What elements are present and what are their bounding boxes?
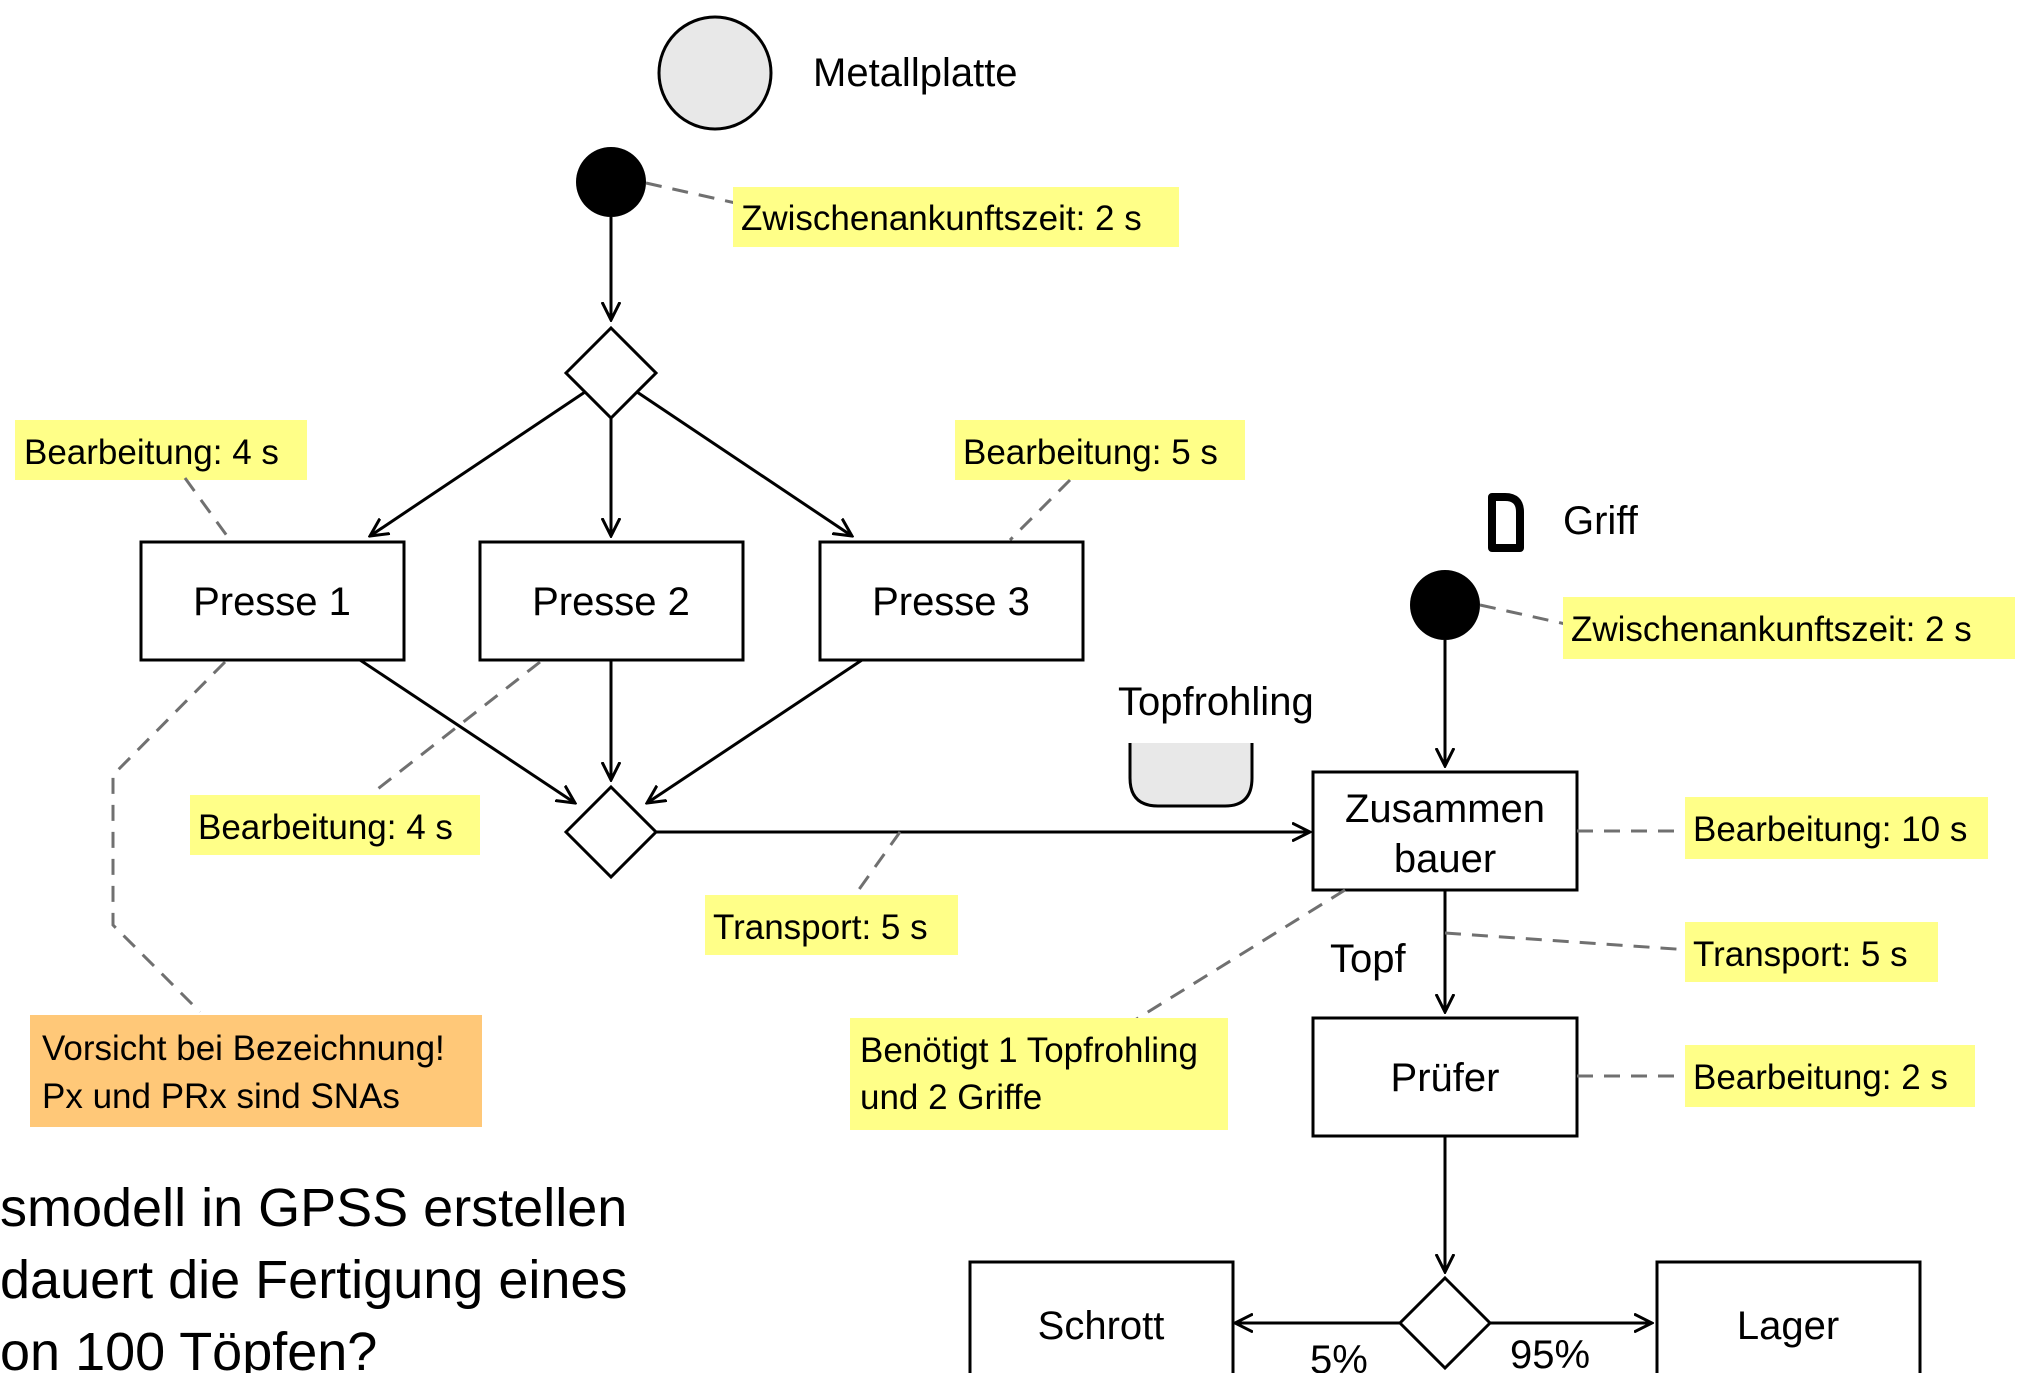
decision-diamond-join	[563, 784, 659, 880]
connector-bearb-p1	[183, 477, 232, 541]
decision-diamond-distribute	[563, 325, 659, 421]
task-text-line1: smodell in GPSS erstellen	[0, 1178, 627, 1238]
decision-diamond-quality	[1397, 1275, 1493, 1371]
lager-label: Lager	[1737, 1304, 1839, 1348]
connector-benoetigt	[1134, 888, 1346, 1022]
zusammenbauer-box	[1311, 770, 1579, 892]
connector-bearb-p3	[1008, 478, 1072, 542]
pruefer-box	[1311, 1016, 1579, 1138]
connector-zwischen1	[645, 181, 741, 206]
metallplatte-label: Metallplatte	[813, 51, 1018, 95]
start-node-griff	[1410, 570, 1480, 640]
topfrohling-label: Topfrohling	[1118, 680, 1314, 724]
note-bearbeitung-pruefer	[1685, 1045, 1975, 1107]
griff-label: Griff	[1563, 499, 1639, 543]
griff-entity-icon	[1488, 493, 1524, 552]
zusammenbauer-label-line1: Zusammen	[1345, 787, 1545, 831]
note-bearbeitung-presse2	[190, 795, 480, 855]
note-benoetigt-line2: und 2 Griffe	[860, 1078, 1042, 1117]
presse-3-label: Presse 3	[872, 580, 1030, 624]
presse-1-label: Presse 1	[193, 580, 351, 624]
note-zwischenankunftszeit-2	[1563, 597, 2015, 659]
note-bearb-p2-text: Bearbeitung: 4 s	[198, 808, 453, 847]
presse-1-box	[139, 540, 406, 662]
zusammenbauer-label-line2: bauer	[1394, 837, 1496, 881]
presse-2-label: Presse 2	[532, 580, 690, 624]
presse-2-box	[478, 540, 745, 662]
connector-transport2	[1444, 931, 1691, 952]
flow-presse3-to-join	[647, 658, 863, 803]
note-zwischen1-text: Zwischenankunftszeit: 2 s	[741, 199, 1142, 238]
task-text-line3: on 100 Töpfen?	[0, 1322, 377, 1373]
note-bearbeitung-zusammenbauer	[1685, 797, 1988, 859]
connector-transport1	[853, 831, 902, 896]
topfrohling-entity-icon	[1128, 743, 1254, 808]
lager-percentage: 95%	[1510, 1333, 1590, 1373]
note-bearbeitung-presse3	[955, 420, 1245, 480]
connector-zwischen2	[1479, 603, 1571, 627]
note-transport2-text: Transport: 5 s	[1693, 935, 1908, 974]
flow-to-presse3	[636, 390, 852, 536]
note-transport-1	[705, 895, 958, 955]
lager-box	[1655, 1260, 1922, 1373]
presse-3-box	[818, 540, 1085, 662]
note-zwischenankunftszeit-1	[733, 187, 1179, 247]
schrott-label: Schrott	[1038, 1304, 1165, 1348]
schrott-percentage: 5%	[1310, 1338, 1368, 1373]
note-bearb-p3-text: Bearbeitung: 5 s	[963, 433, 1218, 472]
task-text-line2: dauert die Fertigung eines	[0, 1250, 627, 1310]
connector-bearb-p2	[369, 660, 541, 797]
note-zwischen2-text: Zwischenankunftszeit: 2 s	[1571, 610, 1972, 649]
note-bearb-pruef-text: Bearbeitung: 2 s	[1693, 1058, 1948, 1097]
note-bearb-p1-text: Bearbeitung: 4 s	[24, 433, 279, 472]
note-benoetigt-line1: Benötigt 1 Topfrohling	[860, 1031, 1198, 1070]
note-bearb-zus-text: Bearbeitung: 10 s	[1693, 810, 1967, 849]
note-bearbeitung-presse1	[15, 420, 307, 480]
note-vorsicht-line2: Px und PRx sind SNAs	[42, 1077, 400, 1116]
flow-presse1-to-join	[359, 658, 575, 803]
note-vorsicht-bezeichnung	[30, 1015, 482, 1127]
note-transport-2	[1685, 922, 1938, 982]
flow-to-presse1	[370, 390, 586, 536]
metallplatte-entity-icon	[657, 15, 773, 131]
note-transport1-text: Transport: 5 s	[713, 908, 928, 947]
pruefer-label: Prüfer	[1391, 1056, 1500, 1100]
topf-label: Topf	[1330, 937, 1406, 981]
schrott-box	[968, 1260, 1235, 1373]
note-vorsicht-line1: Vorsicht bei Bezeichnung!	[42, 1029, 445, 1068]
start-node-metallplatte	[576, 147, 646, 217]
note-benoetigt	[850, 1018, 1228, 1130]
